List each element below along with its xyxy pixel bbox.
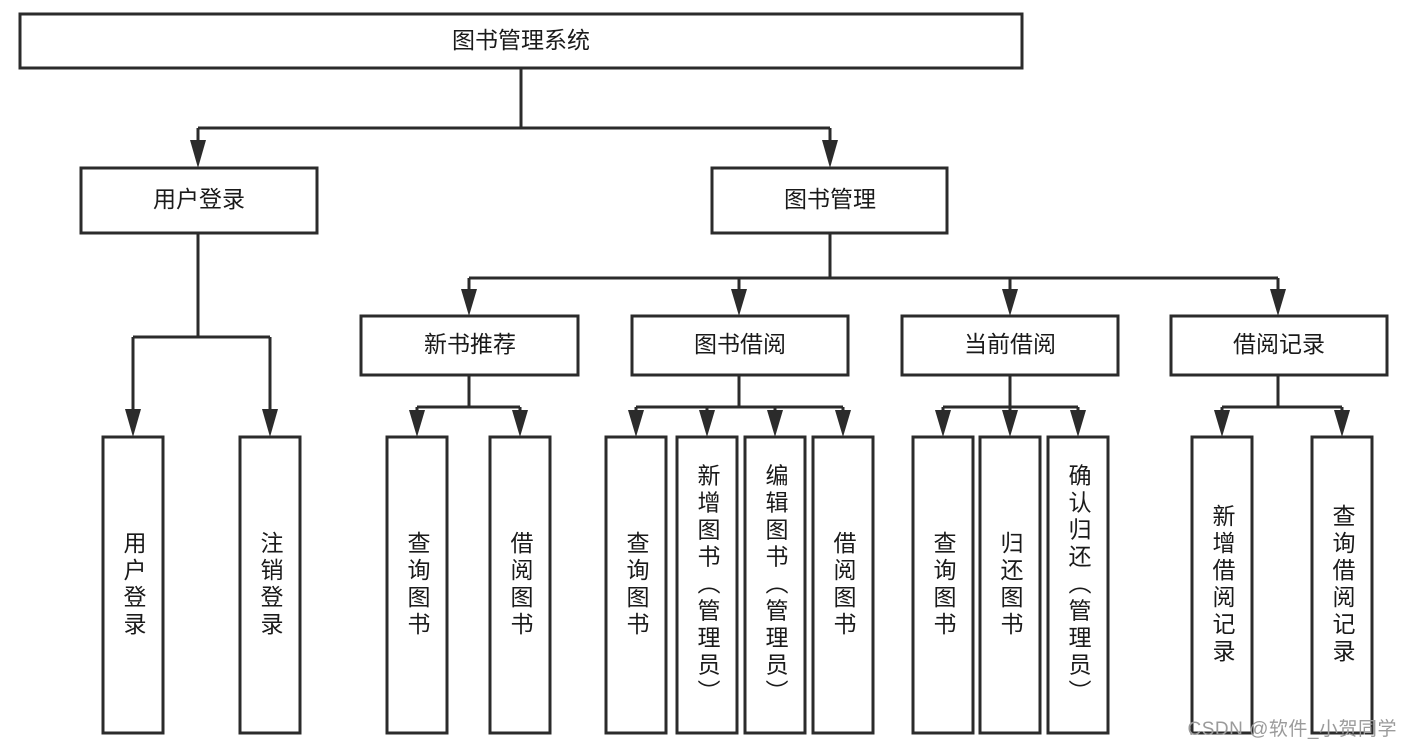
node-borrow-record-label: 借阅记录	[1233, 331, 1325, 357]
leaf-box[interactable]	[1190, 435, 1254, 735]
node-new-book-recommend[interactable]: 新书推荐	[359, 314, 580, 377]
connector-book-mgmt-to-level3	[461, 233, 1286, 316]
node-user-login-box[interactable]	[79, 166, 319, 235]
node-book-borrow[interactable]: 图书借阅	[630, 314, 850, 377]
leaf-new-book-2[interactable]: 借阅图书	[488, 435, 552, 735]
arrow-head-icon	[628, 410, 644, 437]
connector-borrow-record-to-leaves	[1214, 375, 1350, 437]
leaf-current-borrow-3[interactable]: 确认归还（管理员）	[1046, 435, 1110, 735]
arrow-head-icon	[409, 410, 425, 437]
node-new-book-recommend-label: 新书推荐	[424, 331, 516, 357]
arrow-head-icon	[190, 140, 206, 168]
leaf-user-login-1[interactable]: 用户登录	[101, 435, 165, 735]
leaf-label: 编辑图书（管理员）	[762, 464, 789, 707]
leaf-label: 新增图书（管理员）	[694, 464, 721, 707]
leaf-box[interactable]	[811, 435, 875, 735]
node-book-borrow-box[interactable]	[630, 314, 850, 377]
connector-user-login-to-leaves	[125, 233, 278, 437]
connector-book-borrow-to-leaves	[628, 375, 851, 437]
leaf-borrow-record-2[interactable]: 查询借阅记录	[1310, 435, 1374, 735]
leaf-box[interactable]	[1046, 435, 1110, 735]
node-current-borrow-box[interactable]	[900, 314, 1120, 377]
leaf-current-borrow-1[interactable]: 查询图书	[911, 435, 975, 735]
leaf-box[interactable]	[978, 435, 1042, 735]
leaf-label: 借阅图书	[507, 531, 534, 639]
leaf-book-borrow-4[interactable]: 借阅图书	[811, 435, 875, 735]
connector-current-borrow-to-leaves	[935, 375, 1086, 437]
arrow-head-icon	[767, 410, 783, 437]
arrow-head-icon	[125, 409, 141, 437]
arrow-head-icon	[731, 289, 747, 316]
leaf-box[interactable]	[604, 435, 668, 735]
leaf-current-borrow-2[interactable]: 归还图书	[978, 435, 1042, 735]
leaf-borrow-record-1[interactable]: 新增借阅记录	[1190, 435, 1254, 735]
arrow-head-icon	[1214, 410, 1230, 437]
leaf-label: 查询图书	[404, 531, 431, 639]
node-book-management-label: 图书管理	[784, 186, 876, 212]
arrow-head-icon	[1270, 289, 1286, 316]
arrow-head-icon	[1070, 410, 1086, 437]
leaf-label: 确认归还（管理员）	[1065, 464, 1092, 707]
leaf-label: 用户登录	[120, 531, 147, 639]
node-borrow-record-box[interactable]	[1169, 314, 1389, 377]
leaf-box[interactable]	[911, 435, 975, 735]
node-current-borrow-label: 当前借阅	[964, 331, 1056, 357]
leaf-box[interactable]	[238, 435, 302, 735]
arrow-head-icon	[512, 410, 528, 437]
node-book-management[interactable]: 图书管理	[710, 166, 949, 235]
node-root-system[interactable]: 图书管理系统	[18, 12, 1024, 70]
connector-new-book-to-leaves	[409, 375, 528, 437]
connector-root-to-level2	[190, 68, 838, 168]
leaf-box[interactable]	[675, 435, 739, 735]
arrow-head-icon	[1334, 410, 1350, 437]
leaf-label: 归还图书	[997, 531, 1024, 639]
arrow-head-icon	[1002, 410, 1018, 437]
leaf-label: 新增借阅记录	[1209, 504, 1236, 666]
node-user-login[interactable]: 用户登录	[79, 166, 319, 235]
leaf-label: 查询图书	[623, 531, 650, 639]
leaf-label: 查询借阅记录	[1329, 504, 1356, 666]
node-root-box[interactable]	[18, 12, 1024, 70]
arrow-head-icon	[822, 140, 838, 168]
node-new-book-recommend-box[interactable]	[359, 314, 580, 377]
leaf-box[interactable]	[101, 435, 165, 735]
arrow-head-icon	[1002, 289, 1018, 316]
leaf-box[interactable]	[385, 435, 449, 735]
arrow-head-icon	[699, 410, 715, 437]
leaf-new-book-1[interactable]: 查询图书	[385, 435, 449, 735]
node-root-label: 图书管理系统	[452, 27, 590, 53]
leaf-label: 注销登录	[257, 531, 284, 639]
leaf-box[interactable]	[488, 435, 552, 735]
arrow-head-icon	[461, 289, 477, 316]
leaf-box[interactable]	[743, 435, 807, 735]
arrow-head-icon	[835, 410, 851, 437]
leaf-book-borrow-2[interactable]: 新增图书（管理员）	[675, 435, 739, 735]
node-borrow-record[interactable]: 借阅记录	[1169, 314, 1389, 377]
node-book-management-box[interactable]	[710, 166, 949, 235]
leaf-box[interactable]	[1310, 435, 1374, 735]
leaf-label: 借阅图书	[830, 531, 857, 639]
arrow-head-icon	[935, 410, 951, 437]
leaf-book-borrow-1[interactable]: 查询图书	[604, 435, 668, 735]
leaf-user-login-2[interactable]: 注销登录	[238, 435, 302, 735]
node-book-borrow-label: 图书借阅	[694, 331, 786, 357]
node-current-borrow[interactable]: 当前借阅	[900, 314, 1120, 377]
leaf-label: 查询图书	[930, 531, 957, 639]
leaf-book-borrow-3[interactable]: 编辑图书（管理员）	[743, 435, 807, 735]
arrow-head-icon	[262, 409, 278, 437]
node-user-login-label: 用户登录	[153, 186, 245, 212]
